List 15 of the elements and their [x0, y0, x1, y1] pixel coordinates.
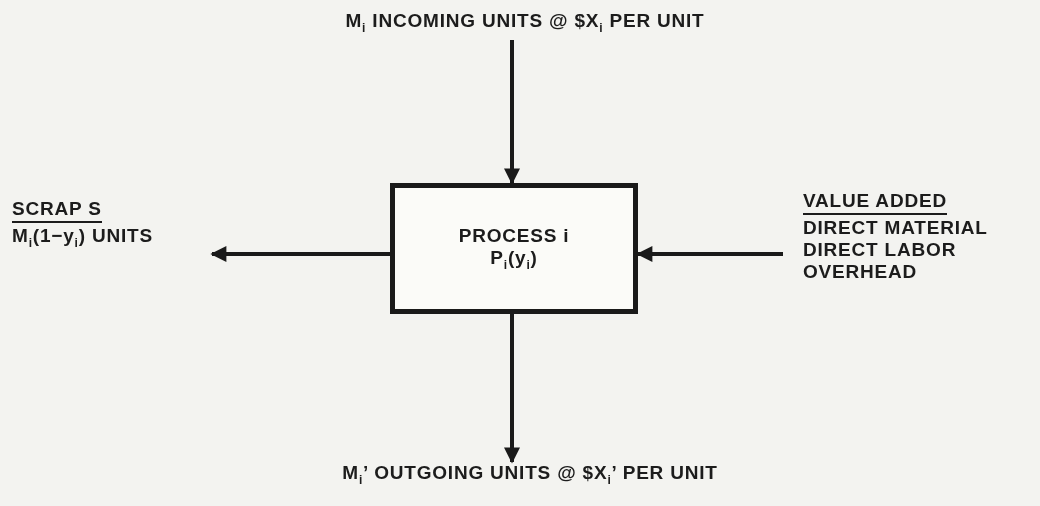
label-text: DIRECT MATERIAL [803, 216, 988, 239]
arrow [504, 314, 520, 464]
arrow [636, 246, 783, 262]
label-text: PROCESS i [458, 224, 570, 247]
label-text: M$_{i}$ INCOMING UNITS @ $X$_{i}$ PER UNIT [345, 10, 705, 36]
label-text: OVERHEAD [803, 260, 918, 283]
heading-text: SCRAP S [12, 198, 102, 223]
heading-text: VALUE ADDED [803, 190, 947, 215]
label-text: DIRECT LABOR [803, 238, 957, 261]
arrow [504, 40, 520, 185]
label-text: M$_{i}$’ OUTGOING UNITS @ $X$_{i}$’ PER UNIT [342, 462, 718, 488]
label-text: P$_{i}$(y$_{i}$) [490, 246, 538, 273]
arrow [210, 246, 390, 262]
label-text: M$_{i}$(1−y$_{i}$) UNITS [12, 224, 153, 251]
process-box [390, 183, 638, 314]
